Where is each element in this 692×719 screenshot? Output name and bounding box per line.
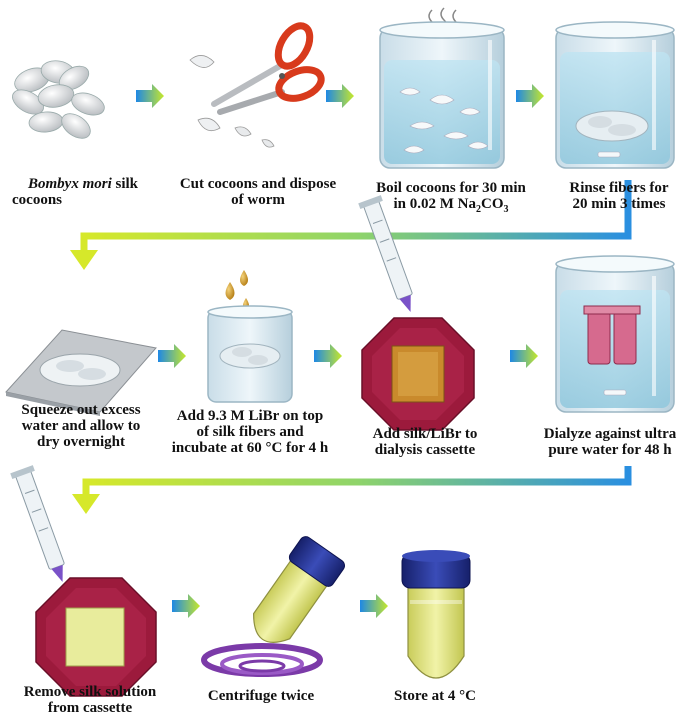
caption-text: CO	[481, 196, 504, 212]
flow-arrow-icon	[516, 84, 544, 108]
step-caption-cocoons: Bombyx mori silk cocoons	[8, 176, 158, 208]
flow-arrow-icon	[172, 594, 200, 618]
caption-line: of silk fibers and	[196, 424, 304, 440]
caption-line: Dialyze against ultra	[543, 426, 677, 442]
caption-line: dry overnight	[37, 434, 125, 450]
syringe-icon	[358, 195, 413, 313]
flow-arrow-icon	[326, 84, 354, 108]
subscript: 2	[476, 204, 481, 215]
caption-line: Rinse fibers for	[569, 180, 669, 196]
caption-line: pure water for 48 h	[548, 442, 672, 458]
step-caption-centrifuge: Centrifuge twice	[176, 688, 346, 704]
step-caption-dialyze: Dialyze against ultra pure water for 48 …	[530, 426, 690, 458]
tube-icon	[401, 550, 471, 679]
caption-text: in 0.02 M Na	[393, 196, 477, 212]
scissors-icon	[189, 22, 325, 148]
caption-line: Centrifuge twice	[207, 688, 315, 704]
step-caption-libr: Add 9.3 M LiBr on top of silk fibers and…	[160, 408, 340, 456]
beaker-icon	[379, 7, 505, 169]
flow-arrow-icon	[360, 594, 388, 618]
caption-line: Add silk/LiBr to	[372, 426, 478, 442]
step-caption-boil: Boil cocoons for 30 min in 0.02 M Na2CO3	[356, 180, 546, 218]
caption-line: 20 min 3 times	[572, 196, 666, 212]
caption-line: incubate at 60 °C for 4 h	[171, 440, 329, 456]
dropper-icon	[225, 270, 249, 310]
caption-line: from cassette	[47, 700, 133, 716]
beaker-icon	[555, 21, 675, 169]
step-caption-squeeze: Squeeze out excess water and allow to dr…	[0, 402, 162, 450]
step-caption-cut: Cut cocoons and dispose of worm	[160, 176, 356, 208]
beaker-icon	[207, 305, 293, 403]
caption-line: Bombyx mori silk	[8, 176, 158, 192]
flow-arrow-icon	[158, 344, 186, 368]
tube-icon	[201, 536, 346, 677]
caption-line: Store at 4 °C	[394, 688, 476, 704]
caption-line: cocoons	[12, 192, 62, 208]
step-caption-rinse: Rinse fibers for 20 min 3 times	[550, 180, 688, 212]
caption-line: Boil cocoons for 30 min	[376, 180, 526, 196]
beaker-icon	[555, 255, 675, 413]
cassette-icon	[361, 317, 475, 431]
tray-icon	[5, 329, 157, 416]
caption-line: Remove silk solution	[23, 684, 157, 700]
flow-arrow-icon	[510, 344, 538, 368]
caption-line: of worm	[231, 192, 285, 208]
caption-line: water and allow to	[21, 418, 141, 434]
flow-arrow-icon	[70, 180, 632, 270]
species-name: Bombyx mori	[27, 176, 112, 192]
cocoon-icon	[12, 60, 105, 139]
flow-arrow-icon	[72, 466, 632, 514]
caption-line: Add 9.3 M LiBr on top	[176, 408, 324, 424]
caption-line: in 0.02 M Na2CO3	[356, 196, 546, 218]
caption-text: silk	[111, 176, 139, 192]
flow-arrow-icon	[136, 84, 164, 108]
step-caption-cassette: Add silk/LiBr to dialysis cassette	[352, 426, 498, 458]
caption-line: Squeeze out excess	[21, 402, 141, 418]
syringe-icon	[10, 465, 65, 583]
subscript: 3	[503, 204, 509, 215]
step-caption-store: Store at 4 °C	[370, 688, 500, 704]
caption-line: dialysis cassette	[374, 442, 476, 458]
cassette-icon	[35, 577, 157, 697]
caption-line: Cut cocoons and dispose	[179, 176, 337, 192]
step-caption-remove: Remove silk solution from cassette	[0, 684, 180, 716]
flow-arrow-icon	[314, 344, 342, 368]
